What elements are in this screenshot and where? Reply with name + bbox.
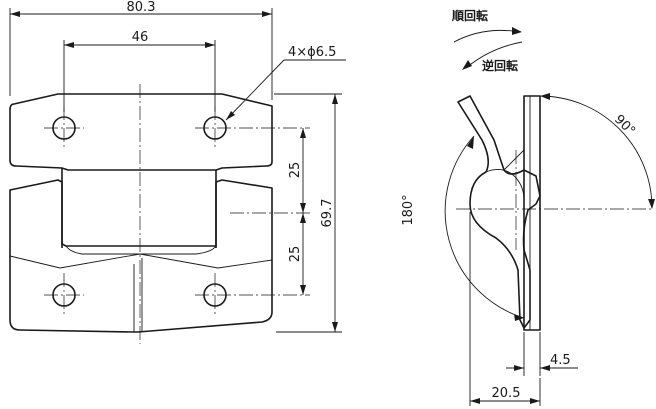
dim-overall-width: 80.3 (127, 0, 156, 15)
rotation-cw-label: 順回転 (451, 8, 488, 23)
front-dimensions: 80.3 46 4×ϕ6.5 25 25 69.7 (9, 0, 346, 333)
upper-knuckle (61, 168, 217, 248)
dim-upper-pitch: 25 (288, 162, 303, 179)
dim-thickness: 4.5 (550, 353, 571, 368)
dim-depth: 20.5 (492, 386, 521, 401)
dim-hole-callout: 4×ϕ6.5 (288, 45, 336, 60)
front-view (9, 84, 310, 344)
rotation-ccw-label: 逆回転 (482, 58, 518, 73)
dim-lower-pitch: 25 (288, 246, 303, 263)
lower-knuckle-lines (9, 253, 273, 332)
lower-leaf-outline (9, 179, 273, 333)
side-dimensions: 4.5 20.5 (469, 212, 578, 406)
knuckle-inner (65, 245, 217, 255)
side-rotating-leaf (457, 95, 541, 329)
side-knuckle-curve (485, 169, 525, 201)
dim-hole-pitch: 46 (132, 30, 149, 45)
angle-90: 90° (611, 112, 638, 139)
upper-leaf-outline (9, 93, 273, 171)
rotation-cw-arrow (453, 29, 521, 43)
dim-overall-height: 69.7 (320, 199, 335, 228)
angle-180: 180° (401, 194, 416, 225)
side-view: 90° 180° 順回転 逆回転 (401, 8, 655, 331)
